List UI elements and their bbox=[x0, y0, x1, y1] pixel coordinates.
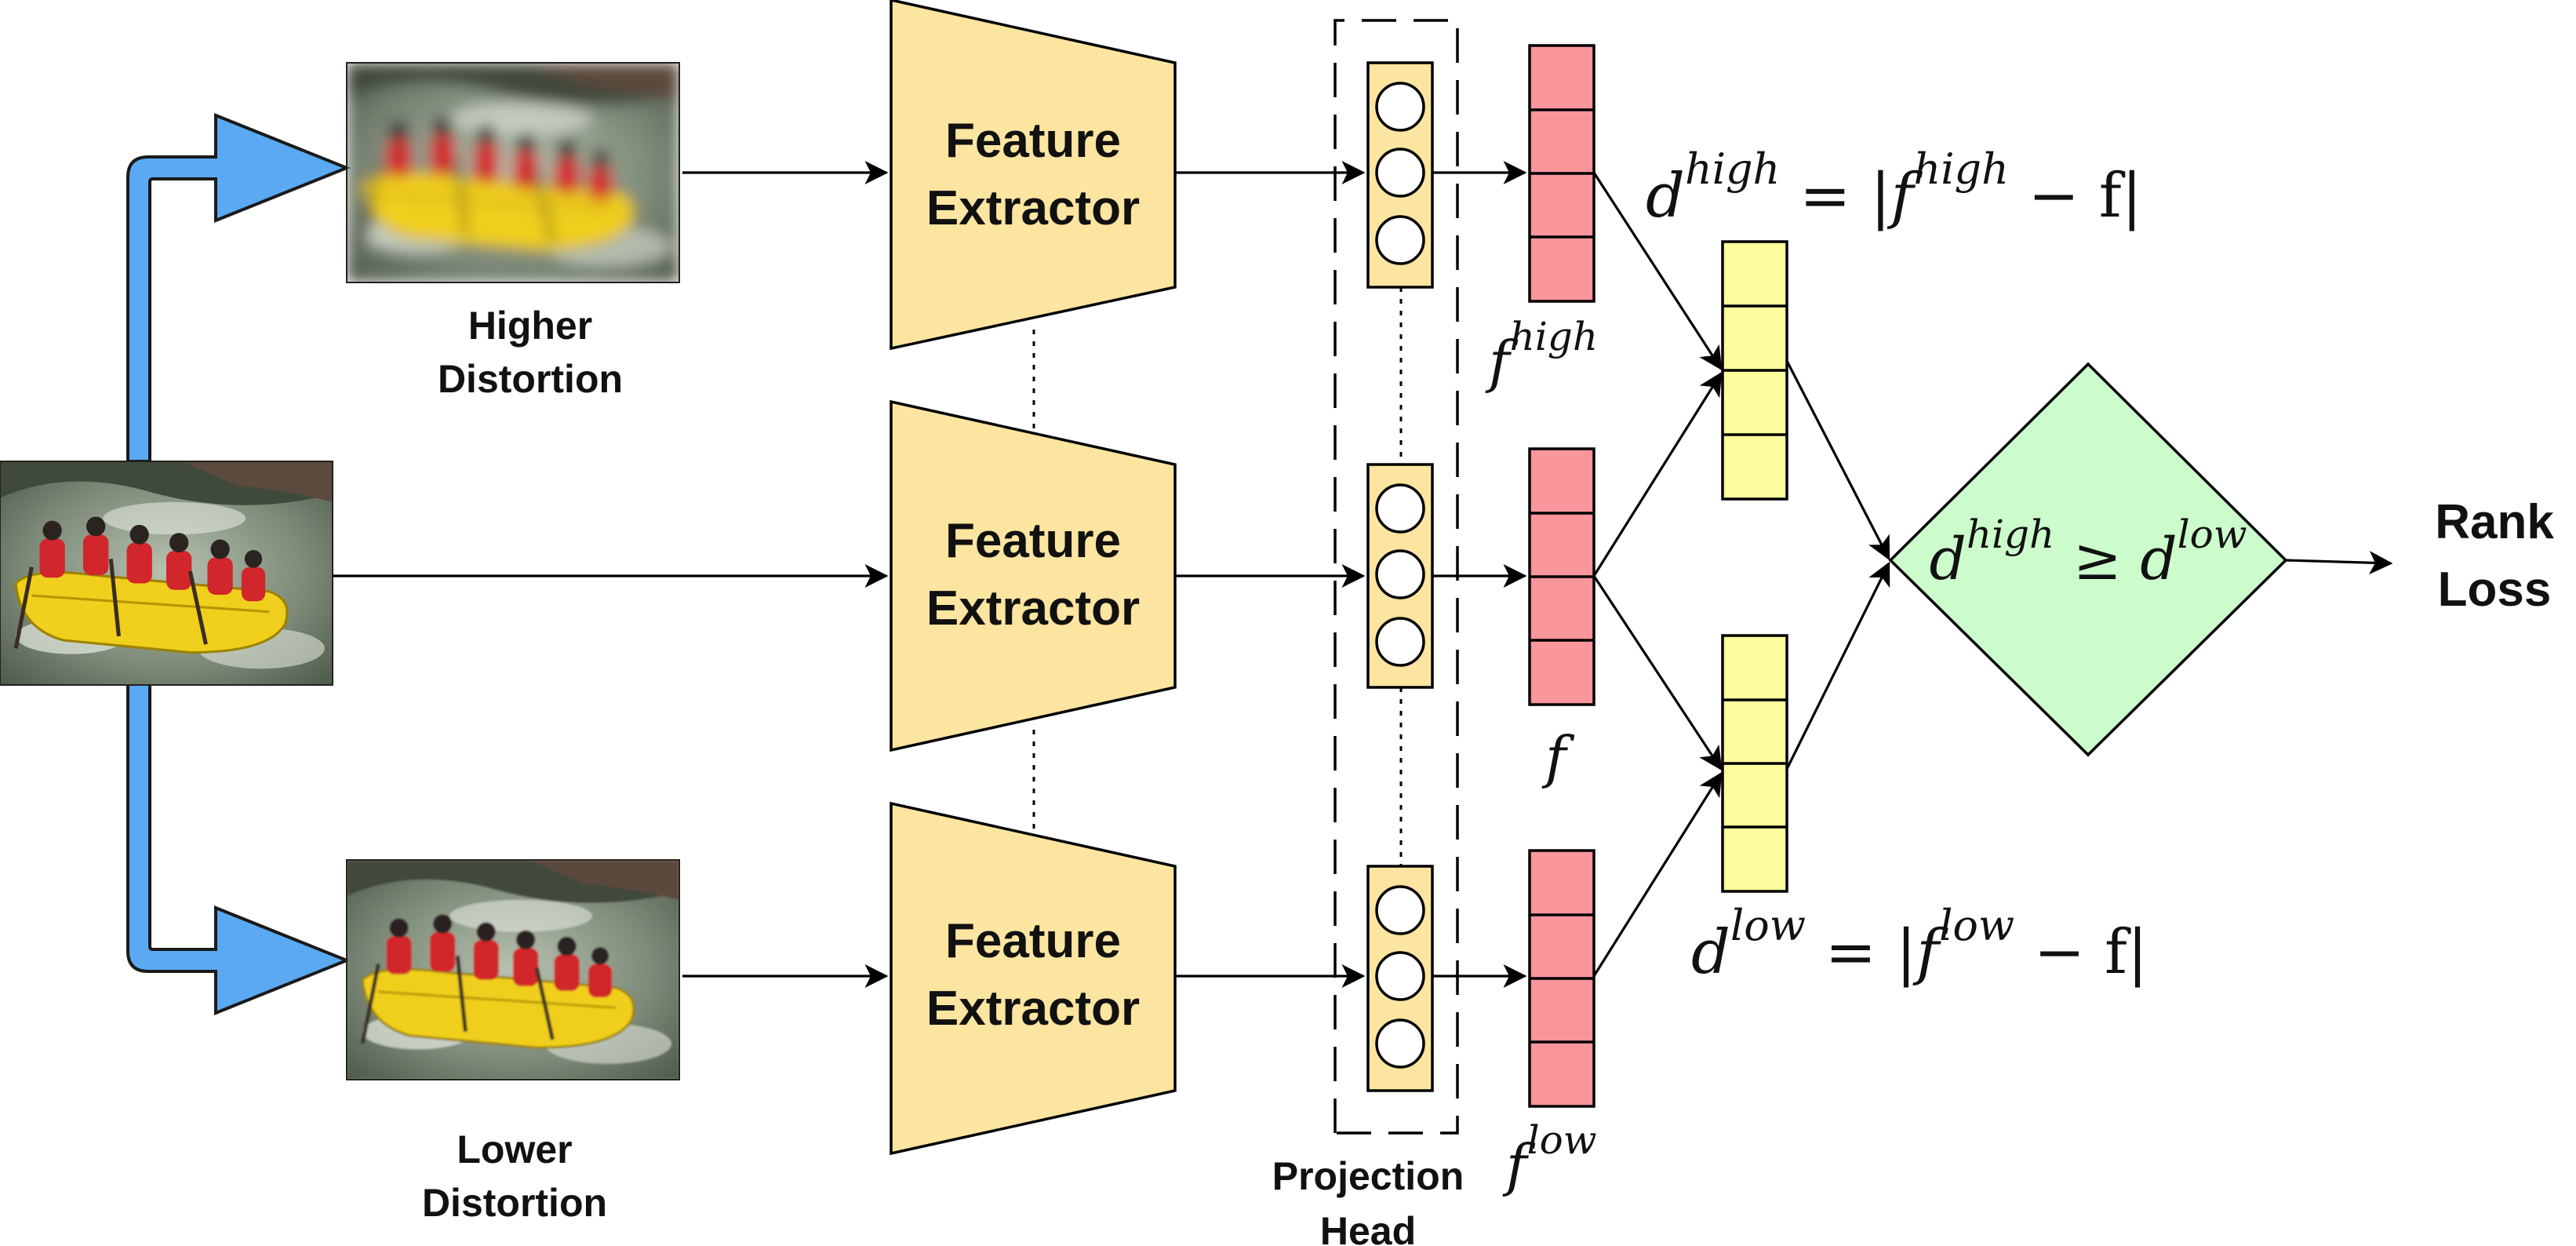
svg-text:Extractor: Extractor bbox=[926, 982, 1140, 1036]
svg-text:Extractor: Extractor bbox=[926, 581, 1140, 636]
f-high-label: fhigh bbox=[1485, 314, 1598, 395]
feature-extractor-high: Feature Extractor bbox=[890, 0, 1177, 351]
arrow-f-to-d-high bbox=[1592, 371, 1723, 577]
projection-head-boundary bbox=[1333, 19, 1459, 1135]
distance-vector-low bbox=[1721, 634, 1788, 893]
d-low-formula: dlow = |flow − f| bbox=[1691, 901, 2148, 988]
f-label: f bbox=[1541, 724, 1575, 790]
feature-extractor-low: Feature Extractor bbox=[890, 801, 1177, 1156]
feature-vector-high bbox=[1528, 44, 1595, 303]
svg-text:Feature: Feature bbox=[945, 514, 1121, 568]
blue-arrow-down bbox=[126, 683, 351, 1015]
lower-distortion-label-line1: Lower bbox=[457, 1128, 572, 1171]
lower-distortion-image bbox=[346, 859, 680, 1080]
svg-text:Feature: Feature bbox=[945, 914, 1121, 968]
feature-vector-original bbox=[1528, 447, 1595, 706]
svg-text:Extractor: Extractor bbox=[926, 181, 1140, 235]
original-image bbox=[0, 461, 333, 686]
blue-arrow-up bbox=[126, 113, 351, 463]
arrow-f-high-to-d-high bbox=[1592, 172, 1723, 371]
feature-extractor-original: Feature Extractor bbox=[890, 399, 1177, 752]
higher-distortion-label-line1: Higher bbox=[468, 304, 592, 348]
higher-distortion-label-line2: Distortion bbox=[438, 357, 623, 401]
rank-loss-label-line1: Rank bbox=[2435, 495, 2554, 549]
arrow-d-low-to-compare bbox=[1785, 561, 1890, 770]
f-low-label: flow bbox=[1502, 1117, 1597, 1198]
projection-unit-original bbox=[1366, 463, 1434, 689]
comparison-diamond: dhigh ≥ dlow bbox=[1888, 362, 2288, 757]
higher-distortion-image bbox=[346, 62, 680, 283]
feature-vector-low bbox=[1528, 849, 1595, 1108]
comparison-formula: dhigh ≥ dlow bbox=[1929, 512, 2247, 593]
svg-text:Feature: Feature bbox=[945, 114, 1121, 168]
lower-distortion-label-line2: Distortion bbox=[422, 1181, 607, 1225]
rank-loss-label-line2: Loss bbox=[2438, 563, 2552, 617]
arrow-d-high-to-compare bbox=[1785, 360, 1890, 561]
arrow-f-low-to-d-low bbox=[1592, 771, 1723, 977]
arrow-to-rank-loss bbox=[2285, 551, 2393, 575]
arrow-f-to-d-low bbox=[1592, 575, 1723, 771]
projection-unit-high bbox=[1366, 61, 1434, 289]
augmentation-arrows bbox=[126, 113, 351, 1015]
projection-head-label-line2: Head bbox=[1320, 1209, 1416, 1246]
d-high-formula: dhigh = |fhigh − f| bbox=[1646, 144, 2142, 231]
projection-head-label-line1: Projection bbox=[1272, 1154, 1464, 1198]
projection-unit-low bbox=[1366, 865, 1434, 1092]
distance-vector-high bbox=[1721, 240, 1788, 501]
